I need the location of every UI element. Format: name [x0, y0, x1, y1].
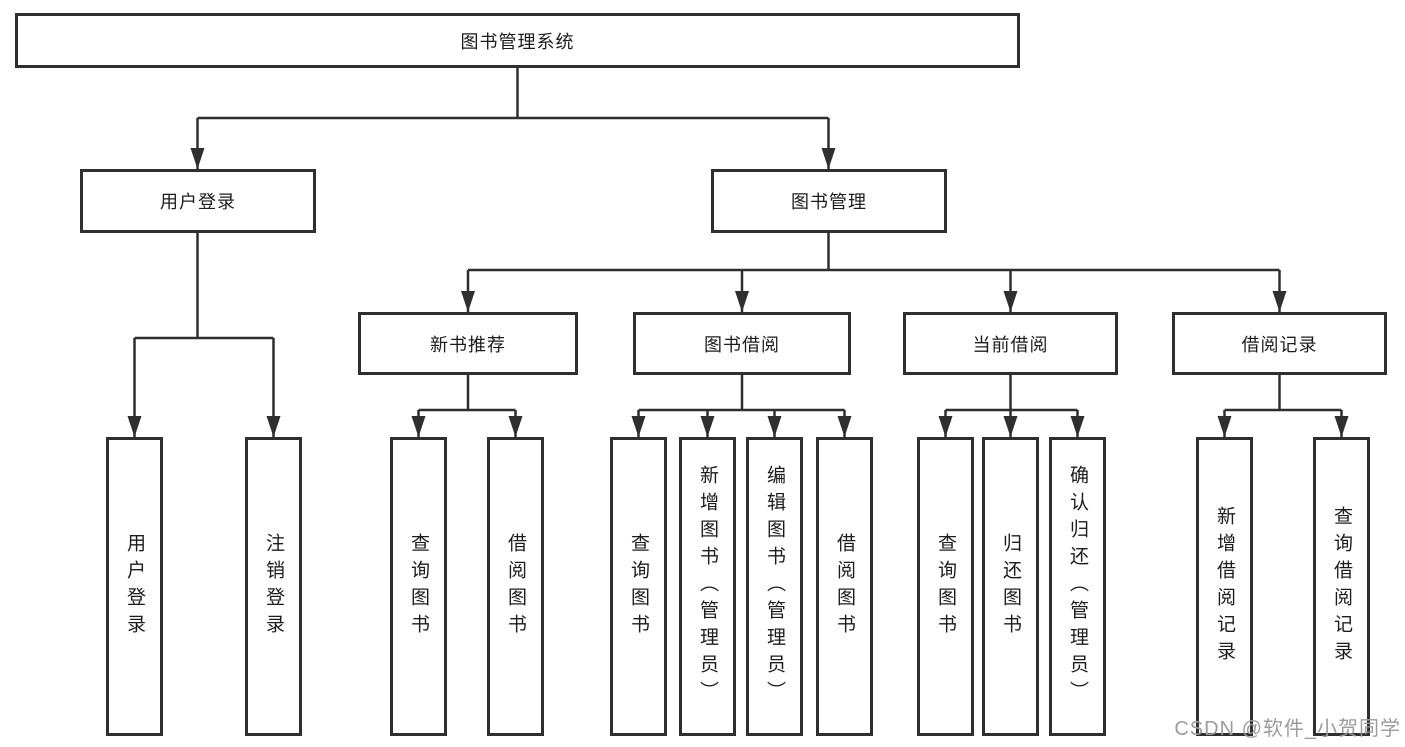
node-root: 图书管理系统 — [15, 13, 1020, 68]
leaf-borrow-books-recommend-label: 借阅图书 — [505, 532, 526, 641]
leaf-logout-label: 注销登录 — [263, 532, 284, 641]
node-user-login: 用户登录 — [80, 169, 316, 233]
leaf-query-borrow-record-label: 查询借阅记录 — [1331, 505, 1352, 668]
node-borrowing-records-label: 借阅记录 — [1241, 334, 1318, 355]
leaf-query-books-recommend: 查询图书 — [390, 437, 447, 736]
leaf-query-books-recommend-label: 查询图书 — [408, 532, 429, 641]
leaf-query-books-current: 查询图书 — [917, 437, 974, 736]
leaf-logout: 注销登录 — [245, 437, 302, 736]
leaf-add-borrow-record: 新增借阅记录 — [1196, 437, 1253, 736]
node-book-management: 图书管理 — [711, 169, 947, 233]
leaf-user-login: 用户登录 — [106, 437, 163, 736]
node-current-borrowing-label: 当前借阅 — [972, 334, 1049, 355]
leaf-add-book-admin-label: 新增图书（管理员） — [697, 465, 718, 708]
leaf-query-borrow-record: 查询借阅记录 — [1313, 437, 1370, 736]
node-user-login-label: 用户登录 — [160, 192, 236, 212]
leaf-query-books-borrowing-label: 查询图书 — [628, 532, 649, 641]
node-root-label: 图书管理系统 — [460, 31, 575, 52]
leaf-borrow-books-borrowing-label: 借阅图书 — [834, 532, 855, 641]
node-book-borrowing-label: 图书借阅 — [704, 334, 780, 355]
leaf-borrow-books-borrowing: 借阅图书 — [816, 437, 873, 736]
node-book-borrowing: 图书借阅 — [633, 312, 851, 375]
leaf-borrow-books-recommend: 借阅图书 — [487, 437, 544, 736]
node-new-book-recommend-label: 新书推荐 — [430, 334, 506, 355]
leaf-return-book-label: 归还图书 — [1000, 532, 1021, 641]
leaf-query-books-borrowing: 查询图书 — [610, 437, 667, 736]
leaf-edit-book-admin: 编辑图书（管理员） — [746, 437, 803, 736]
watermark: CSDN @软件_小贺同学 — [1174, 718, 1401, 740]
node-borrowing-records: 借阅记录 — [1172, 312, 1387, 375]
node-new-book-recommend: 新书推荐 — [358, 312, 578, 375]
leaf-add-book-admin: 新增图书（管理员） — [679, 437, 736, 736]
leaf-query-books-current-label: 查询图书 — [935, 532, 956, 641]
node-book-management-label: 图书管理 — [791, 192, 867, 212]
leaf-user-login-label: 用户登录 — [124, 532, 145, 641]
leaf-confirm-return-admin: 确认归还（管理员） — [1049, 437, 1106, 736]
leaf-add-borrow-record-label: 新增借阅记录 — [1214, 505, 1235, 668]
leaf-confirm-return-admin-label: 确认归还（管理员） — [1067, 465, 1088, 708]
leaf-return-book: 归还图书 — [982, 437, 1039, 736]
node-current-borrowing: 当前借阅 — [903, 312, 1118, 375]
leaf-edit-book-admin-label: 编辑图书（管理员） — [764, 465, 785, 708]
